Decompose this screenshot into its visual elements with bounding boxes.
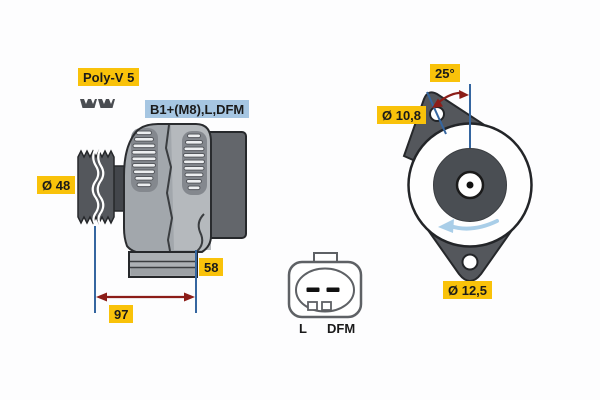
pulley (77, 149, 115, 225)
top-hole-diameter-label: Ø 10,8 (377, 106, 427, 124)
dimension-58-label: 58 (199, 258, 224, 276)
housing-seam-line (164, 124, 174, 252)
shaft-center-dot (466, 181, 474, 189)
pulley-diameter-label: Ø 48 (37, 176, 76, 194)
dimension-arrow-icon (96, 292, 195, 302)
connector-pin-right-label: DFM (327, 321, 356, 336)
vent-slots-front (131, 130, 157, 188)
connector-pin-left (306, 287, 320, 292)
mounting-foot (128, 251, 198, 278)
lug-hole-bottom (461, 253, 479, 271)
rotation-direction-arrow-icon (438, 219, 499, 233)
rear-bracket-contour (195, 213, 205, 253)
bottom-hole-diameter-label: Ø 12,5 (443, 281, 493, 299)
connector-oval (295, 267, 355, 313)
angle-reference-line-tilted (426, 91, 447, 135)
terminals-label: B1+(M8),L,DFM (145, 100, 250, 118)
dimension-97-label: 97 (109, 305, 134, 323)
belt-profile-icon (80, 99, 115, 108)
connector-key-right (321, 301, 332, 311)
angle-arc-arrow (432, 90, 469, 108)
connector-key-left (307, 301, 318, 311)
connector-detail (287, 252, 363, 319)
pulley-break-line (91, 149, 105, 225)
vent-slots-rear (183, 133, 205, 191)
connector-pin-right (326, 287, 340, 292)
connector-pin-left-label: L (299, 321, 307, 336)
belt-type-label: Poly-V 5 (78, 68, 140, 86)
mount-angle-label: 25° (430, 64, 460, 82)
